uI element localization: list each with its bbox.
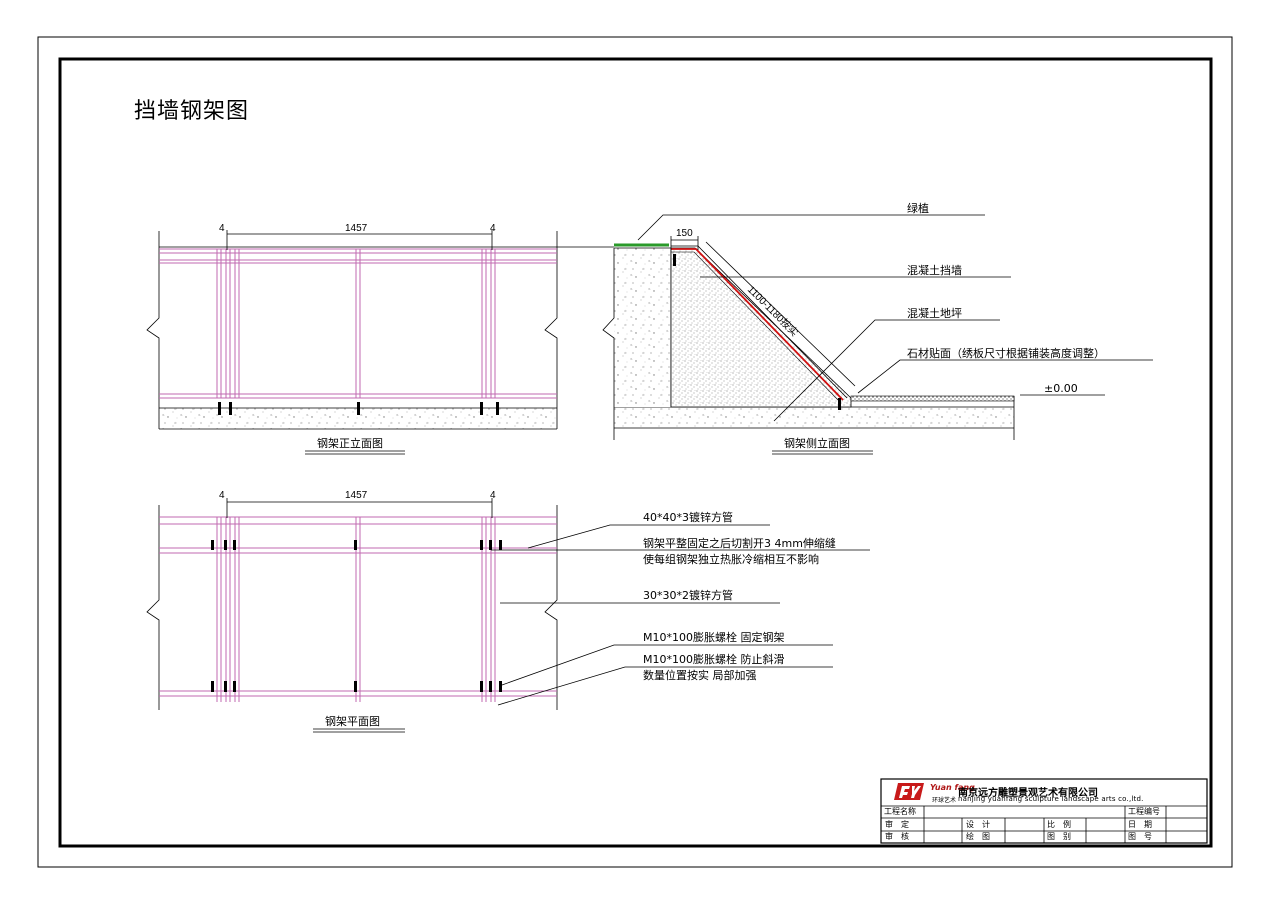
logo-wordmark: Yuan fang [930,783,975,792]
inner-border [58,57,1213,848]
side-elevation-drawing [527,214,1153,440]
company-name-en: nanjing yuanfang sculpture landscape art… [958,795,1144,803]
label-concrete-wall: 混凝土挡墙 [907,264,962,277]
plan-dim-right: 4 [490,490,496,501]
title-block [880,778,1208,844]
side-elevation-caption: 钢架侧立面图 [784,437,850,450]
front-elevation-caption: 钢架正立面图 [317,437,383,450]
tb-scale: 比 例 [1047,820,1071,829]
tb-draw: 绘 图 [966,832,990,841]
company-logo [894,783,924,800]
tb-sheet-no: 图 号 [1128,832,1152,841]
plan-dim-mid: 1457 [345,490,368,501]
tb-project-name: 工程名称 [884,807,916,816]
page-title: 挡墙钢架图 [134,99,250,124]
plan-dim-left: 4 [219,490,225,501]
label-level: ±0.00 [1044,382,1078,395]
tb-project-no: 工程编号 [1128,807,1160,816]
tb-approve: 审 定 [885,820,909,829]
front-elevation-drawing [146,230,558,430]
note-tube-40: 40*40*3镀锌方管 [643,511,733,524]
front-dim-mid: 1457 [345,223,368,234]
tb-date: 日 期 [1128,820,1152,829]
tb-design: 设 计 [966,820,990,829]
label-stone-finish: 石材贴面（绣板尺寸根据铺装高度调整） [907,347,1105,360]
note-tube-30: 30*30*2镀锌方管 [643,589,733,602]
tb-sheet-type: 图 别 [1047,832,1071,841]
front-dim-right: 4 [490,223,496,234]
note-cut-line1: 钢架平整固定之后切割开3 4mm伸缩缝 [643,537,836,550]
side-dim-top: 150 [676,228,693,239]
note-bolt1: M10*100膨胀螺栓 固定钢架 [643,631,785,644]
plan-caption: 钢架平面图 [325,715,380,728]
note-bolt2: M10*100膨胀螺栓 防止斜滑 [643,653,785,666]
tb-review: 审 核 [885,832,909,841]
label-concrete-floor: 混凝土地坪 [907,307,962,320]
plan-drawing [146,498,870,710]
note-bolt2-sub: 数量位置按实 局部加强 [643,669,757,682]
label-greenery: 绿植 [907,202,929,215]
note-cut-line2: 使每组钢架独立热胀冷缩相互不影响 [643,553,819,566]
front-dim-left: 4 [219,223,225,234]
logo-subtitle: 环球艺术 [932,797,957,804]
company-name: 南京远方雕塑景观艺术有限公司 [958,788,1098,799]
outer-border [37,36,1233,868]
